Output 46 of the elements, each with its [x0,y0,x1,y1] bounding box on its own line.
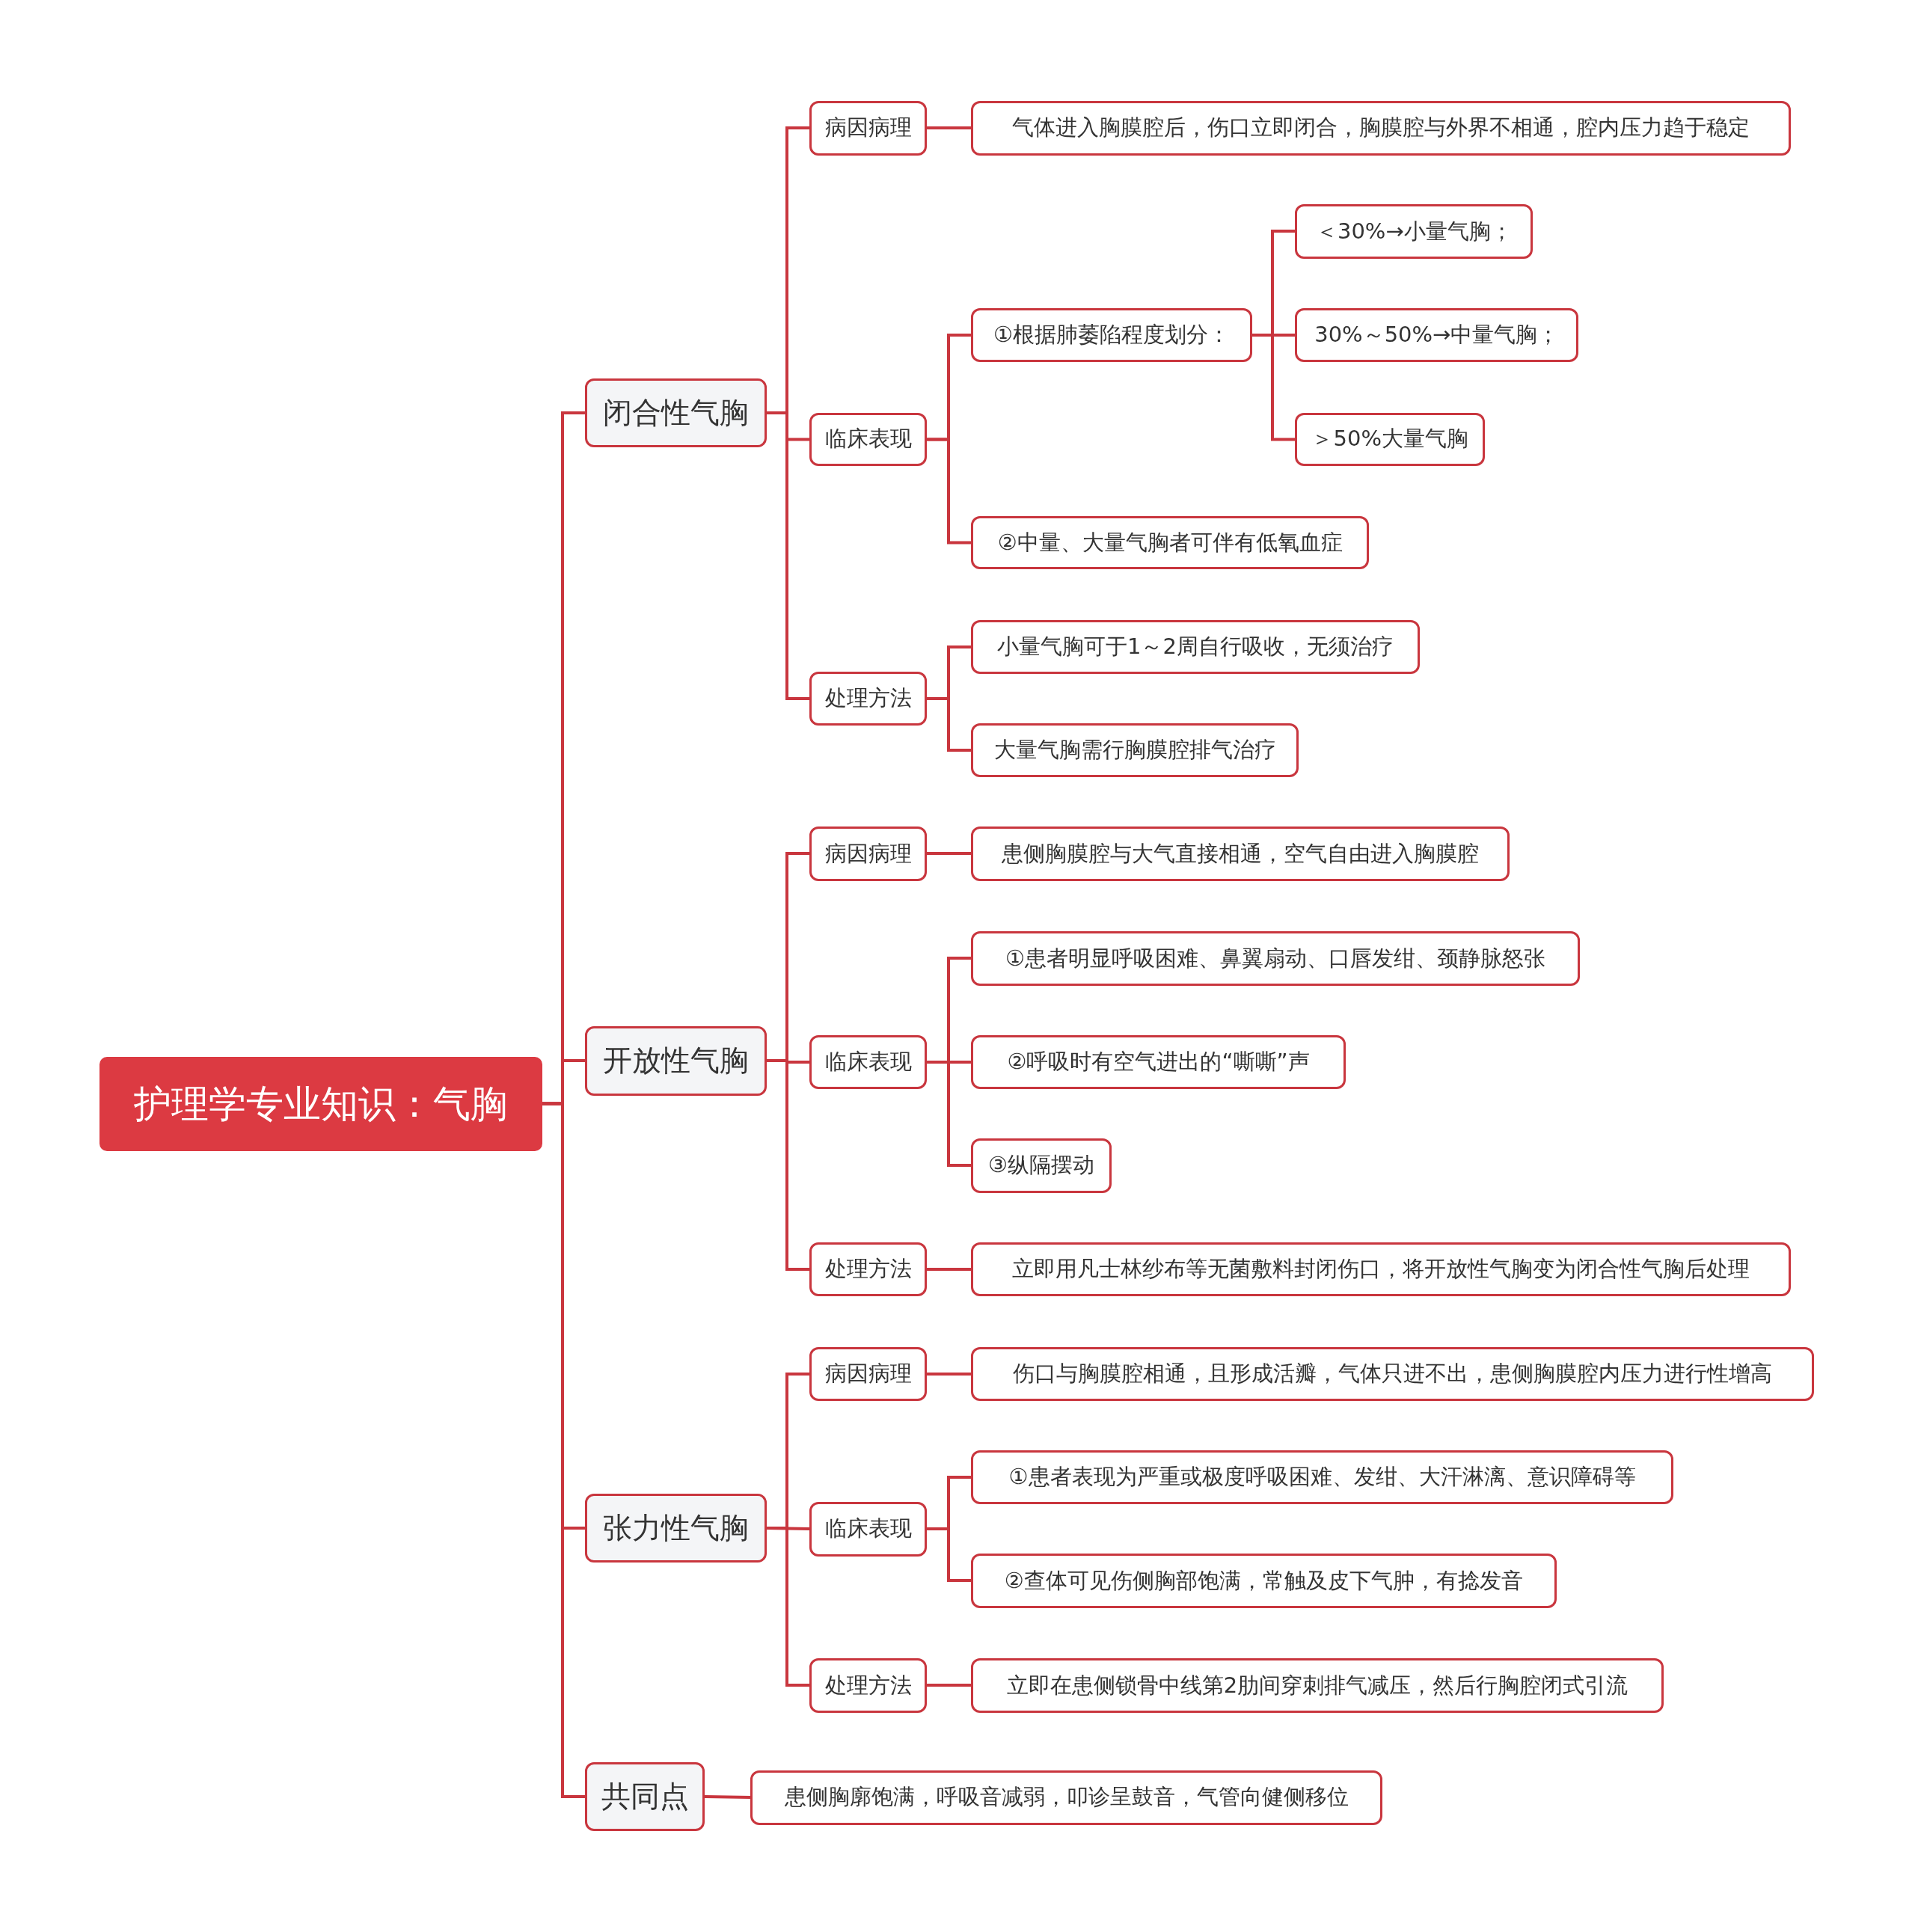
connector-line [704,1795,751,1799]
detail-box: ＜30%→小量气胸； [1295,204,1533,259]
topic-box: 张力性气胸 [585,1493,767,1563]
subtopic-box: 病因病理 [809,827,927,881]
connector-line [926,1061,971,1167]
topic-box: 闭合性气胸 [585,378,767,447]
detail-box: 患侧胸膜腔与大气直接相通，空气自由进入胸膜腔 [971,827,1510,881]
detail-box: ＞50%大量气胸 [1295,412,1486,466]
detail-box: 小量气胸可于1～2周自行吸收，无须治疗 [971,619,1420,675]
detail-box: ②呼吸时有空气进出的“嘶嘶”声 [971,1034,1346,1090]
detail-box: 立即用凡士林纱布等无菌敷料封闭伤口，将开放性气胸变为闭合性气胸后处理 [971,1242,1791,1296]
detail-box: ①患者明显呼吸困难、鼻翼扇动、口唇发绀、颈静脉怒张 [971,931,1580,986]
connector-line [926,697,971,752]
detail-box: 气体进入胸膜腔后，伤口立即闭合，胸膜腔与外界不相通，腔内压力趋于稳定 [971,101,1791,156]
topic-box: 共同点 [585,1761,705,1831]
subtopic-box: 临床表现 [809,412,927,466]
detail-box: ②查体可见伤侧胸部饱满，常触及皮下气肿，有捻发音 [971,1554,1557,1608]
connector-line [542,1102,585,1798]
connector-line [766,411,809,700]
detail-box: 30%～50%→中量气胸； [1295,307,1579,363]
subtopic-box: 临床表现 [809,1502,927,1557]
connector-line [926,1527,971,1582]
detail-box: ③纵隔摆动 [971,1138,1112,1193]
connector-line [926,126,971,129]
connector-line [926,438,971,545]
connector-line [926,1373,971,1376]
subtopic-box: 临床表现 [809,1034,927,1090]
detail-box: 患侧胸廓饱满，呼吸音减弱，叩诊呈鼓音，气管向健侧移位 [750,1770,1383,1825]
detail-box: 伤口与胸膜腔相通，且形成活瓣，气体只进不出，患侧胸膜腔内压力进行性增高 [971,1346,1814,1402]
subtopic-box: 处理方法 [809,671,927,726]
connector-line [926,1684,971,1687]
connector-line [926,852,971,855]
subtopic-box: 病因病理 [809,1346,927,1402]
detail-box: ②中量、大量气胸者可伴有低氧血症 [971,516,1370,570]
root-topic-box: 护理学专业知识：气胸 [99,1057,542,1151]
topic-box: 开放性气胸 [585,1026,767,1096]
subtopic-box: 病因病理 [809,101,927,156]
subtopic-box: 处理方法 [809,1658,927,1713]
connector-line [1252,334,1295,441]
detail-box: 大量气胸需行胸膜腔排气治疗 [971,723,1299,778]
subtopic-box: 处理方法 [809,1242,927,1296]
detail-box: 立即在患侧锁骨中线第2肋间穿刺排气减压，然后行胸腔闭式引流 [971,1658,1664,1713]
connector-line [926,1268,971,1271]
connector-line [766,1527,809,1687]
detail-box: ①根据肺萎陷程度划分： [971,307,1252,363]
detail-box: ①患者表现为严重或极度呼吸困难、发绀、大汗淋漓、意识障碍等 [971,1450,1674,1505]
